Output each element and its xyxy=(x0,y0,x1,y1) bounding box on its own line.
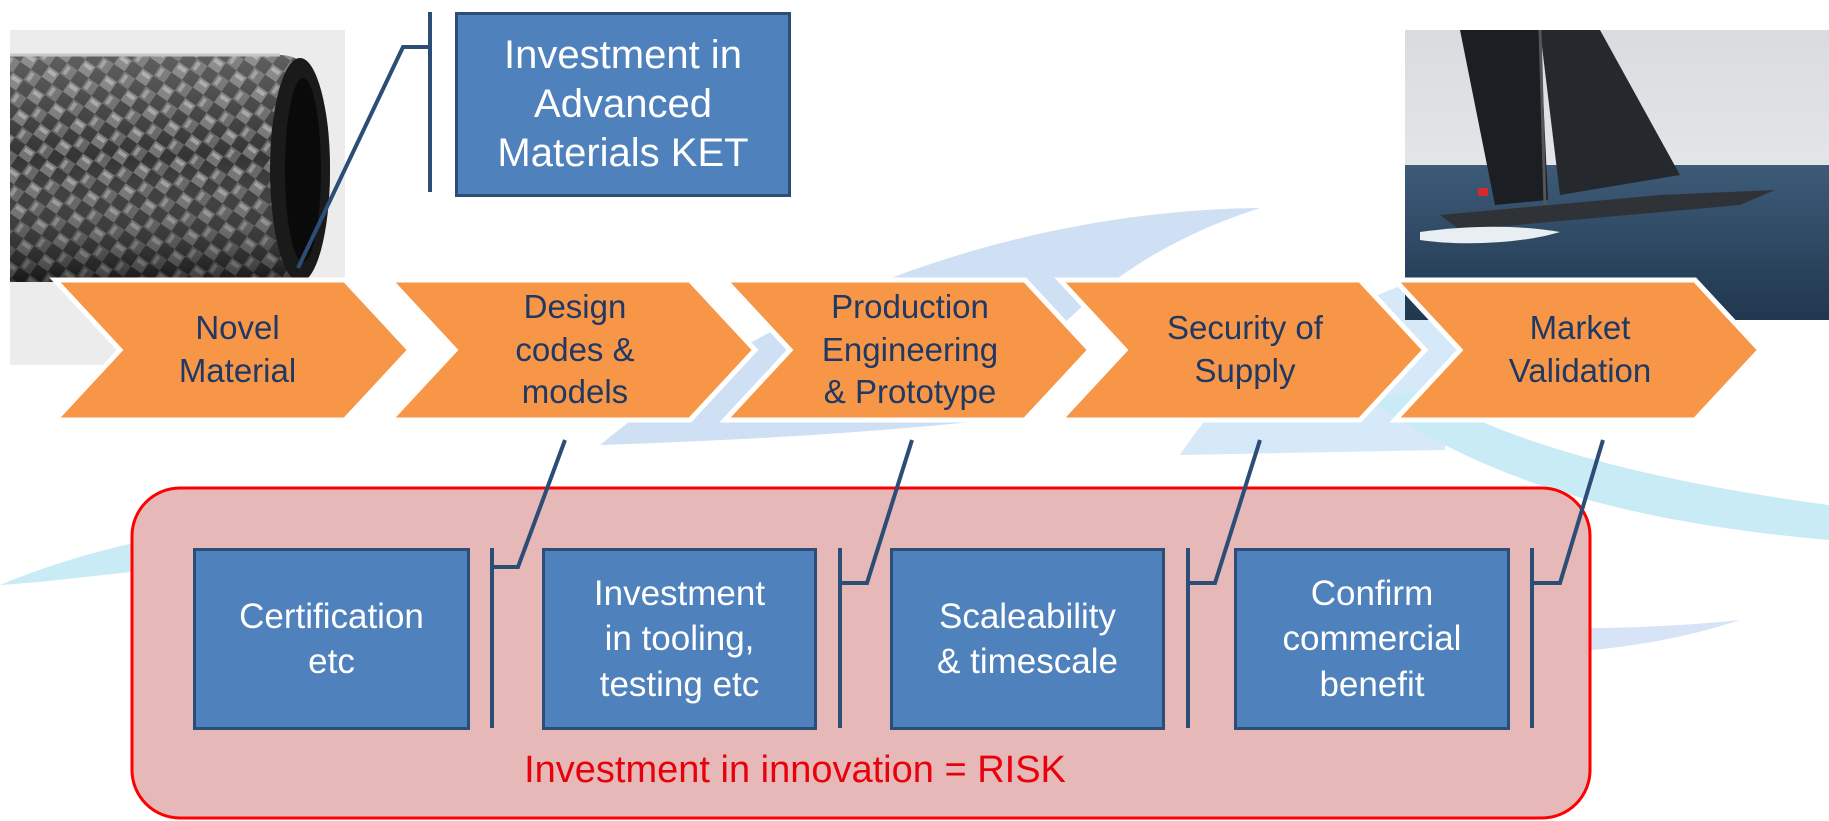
risk-box-tooling: Investment in tooling, testing etc xyxy=(542,548,817,730)
connector-production xyxy=(838,439,914,728)
risk-caption: Investment in innovation = RISK xyxy=(524,748,1066,791)
process-chevrons xyxy=(49,277,1764,423)
trimaran-sailboat-photo xyxy=(1405,29,1829,320)
chevron-label: Design codes & models xyxy=(515,287,635,411)
chevron-label: Security of Supply xyxy=(1167,309,1323,389)
chevron-market-validation xyxy=(1389,277,1764,423)
advanced-materials-callout: Investment in Advanced Materials KET xyxy=(455,12,791,197)
chevron-security-of-supply xyxy=(1054,277,1429,423)
chevron-label: Production Engineering & Prototype xyxy=(821,287,999,411)
chevron-design-codes xyxy=(384,277,759,423)
risk-box-certification: Certification etc xyxy=(193,548,470,730)
connector-market xyxy=(1530,439,1605,728)
chevron-production-engineering xyxy=(719,277,1094,423)
risk-panel xyxy=(130,486,1592,820)
risk-box-scaleability: Scaleability & timescale xyxy=(890,548,1165,730)
chevron-novel-material xyxy=(49,277,414,423)
chevron-label: Novel Material xyxy=(178,309,297,389)
callout-connectors xyxy=(296,12,1605,728)
chevron-label: Market Validation xyxy=(1508,309,1652,389)
connector-supply xyxy=(1186,439,1262,728)
connector-top-callout xyxy=(296,12,432,269)
connector-design xyxy=(490,439,567,728)
risk-box-commercial: Confirm commercial benefit xyxy=(1234,548,1510,730)
